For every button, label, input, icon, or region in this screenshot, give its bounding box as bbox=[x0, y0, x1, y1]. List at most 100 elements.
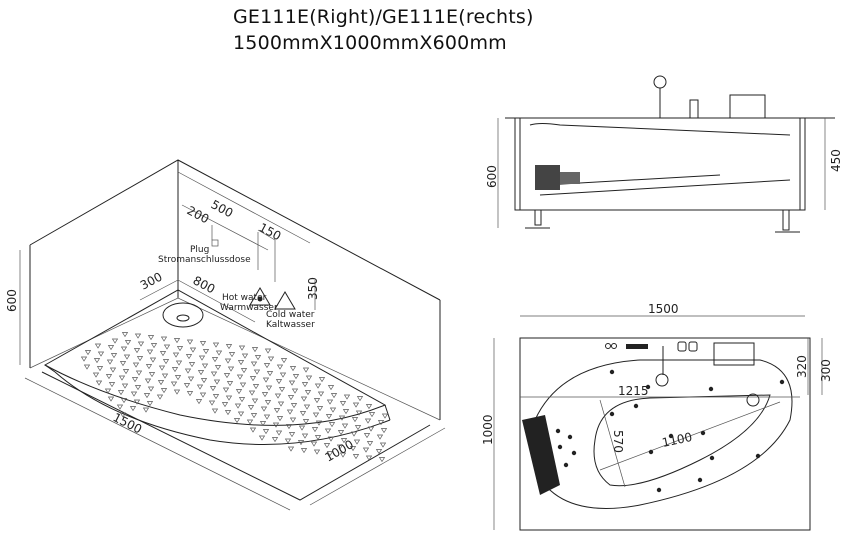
floor-triangle bbox=[226, 381, 234, 387]
floor-triangle bbox=[149, 357, 157, 363]
floor-triangle bbox=[327, 436, 335, 442]
floor-triangle bbox=[323, 443, 331, 449]
floor-triangle bbox=[276, 416, 284, 422]
floor-triangle bbox=[83, 364, 91, 370]
dim-800: 800 bbox=[191, 273, 218, 296]
floor-triangle bbox=[379, 442, 387, 448]
floor-triangle bbox=[263, 414, 271, 420]
floor-triangle bbox=[262, 429, 270, 435]
floor-triangle bbox=[336, 444, 344, 450]
floor-triangle bbox=[258, 435, 266, 441]
floor-triangle bbox=[265, 385, 273, 391]
floor-triangle bbox=[251, 347, 259, 353]
floor-triangle bbox=[273, 408, 281, 414]
floor-triangle bbox=[133, 399, 141, 405]
floor-triangle bbox=[228, 352, 236, 358]
jet bbox=[633, 403, 639, 409]
floor-triangle bbox=[291, 388, 299, 394]
floor-triangle bbox=[92, 372, 100, 378]
floor-triangle bbox=[317, 391, 325, 397]
floor-triangle bbox=[161, 373, 169, 379]
jets bbox=[555, 369, 785, 493]
floor-triangle bbox=[213, 379, 221, 385]
floor-triangle bbox=[278, 387, 286, 393]
floor-triangle bbox=[225, 344, 233, 350]
floor-triangle bbox=[123, 354, 131, 360]
dim-150: 150 bbox=[257, 220, 284, 243]
jet bbox=[645, 384, 651, 390]
floor-triangle bbox=[266, 371, 274, 377]
floor-triangle bbox=[246, 419, 254, 425]
jet bbox=[567, 434, 573, 440]
jet bbox=[609, 411, 615, 417]
floor-triangle bbox=[354, 425, 362, 431]
plug-label: Plug bbox=[190, 245, 209, 255]
floor-triangle bbox=[328, 422, 336, 428]
floor-triangle bbox=[267, 356, 275, 362]
jet bbox=[555, 428, 561, 434]
floor-triangle bbox=[105, 374, 113, 380]
floor-triangle bbox=[247, 405, 255, 411]
plug-label-de: Stromanschlussdose bbox=[158, 255, 251, 265]
floor-triangle bbox=[185, 354, 193, 360]
hot-water-label: Hot water bbox=[222, 293, 267, 303]
floor-triangle bbox=[146, 401, 154, 407]
floor-triangle bbox=[174, 375, 182, 381]
floor-triangle bbox=[106, 359, 114, 365]
floor-triangle bbox=[107, 396, 115, 402]
floor-triangle bbox=[158, 365, 166, 371]
floor-triangle bbox=[214, 365, 222, 371]
plan-dim-300: 300 bbox=[819, 359, 833, 382]
floor-triangle bbox=[107, 345, 115, 351]
floor-triangle bbox=[302, 419, 310, 425]
floor-triangle bbox=[119, 412, 127, 418]
floor-triangle bbox=[313, 398, 321, 404]
floor-triangle bbox=[195, 399, 203, 405]
floor-triangle bbox=[330, 393, 338, 399]
floor-triangle bbox=[339, 401, 347, 407]
floor-triangle bbox=[339, 452, 347, 458]
floor-triangle bbox=[356, 396, 364, 402]
floor-triangle bbox=[147, 335, 155, 341]
iso-view: 500 200 150 300 800 350 600 1500 1000 Pl… bbox=[5, 159, 446, 511]
jet bbox=[563, 462, 569, 468]
floor-triangle bbox=[275, 430, 283, 436]
floor-triangle bbox=[109, 367, 117, 373]
floor-triangle bbox=[285, 424, 293, 430]
floor-triangle bbox=[131, 377, 139, 383]
floor-triangle bbox=[274, 393, 282, 399]
floor-triangle bbox=[188, 362, 196, 368]
floor-triangle bbox=[286, 409, 294, 415]
floor-triangle bbox=[337, 430, 345, 436]
jet bbox=[668, 433, 674, 439]
floor-triangle bbox=[290, 403, 298, 409]
floor-triangle bbox=[250, 413, 258, 419]
floor-triangle bbox=[142, 407, 150, 413]
floor-triangle bbox=[238, 345, 246, 351]
floor-triangle bbox=[284, 438, 292, 444]
floor-triangle bbox=[311, 427, 319, 433]
floor-triangle bbox=[159, 351, 167, 357]
floor-triangle bbox=[227, 366, 235, 372]
floor-triangle bbox=[326, 451, 334, 457]
plan-dim-1215: 1215 bbox=[618, 384, 649, 398]
floor-triangle bbox=[94, 343, 102, 349]
floor-triangle bbox=[110, 353, 118, 359]
dim-200: 200 bbox=[185, 203, 212, 226]
floor-triangle bbox=[363, 433, 371, 439]
floor-triangle bbox=[250, 361, 258, 367]
floor-triangle bbox=[288, 380, 296, 386]
floor-triangle bbox=[222, 387, 230, 393]
floor-triangle bbox=[136, 356, 144, 362]
floor-triangle bbox=[300, 396, 308, 402]
plan-dim-570: 570 bbox=[611, 430, 625, 453]
floor-triangle bbox=[234, 403, 242, 409]
floor-triangle bbox=[303, 404, 311, 410]
jet bbox=[708, 386, 714, 392]
floor-triangle bbox=[121, 383, 129, 389]
floor-triangle bbox=[186, 391, 194, 397]
floor-triangle bbox=[324, 428, 332, 434]
floor-triangle bbox=[298, 425, 306, 431]
floor-triangle bbox=[221, 402, 229, 408]
floor-triangle bbox=[276, 364, 284, 370]
